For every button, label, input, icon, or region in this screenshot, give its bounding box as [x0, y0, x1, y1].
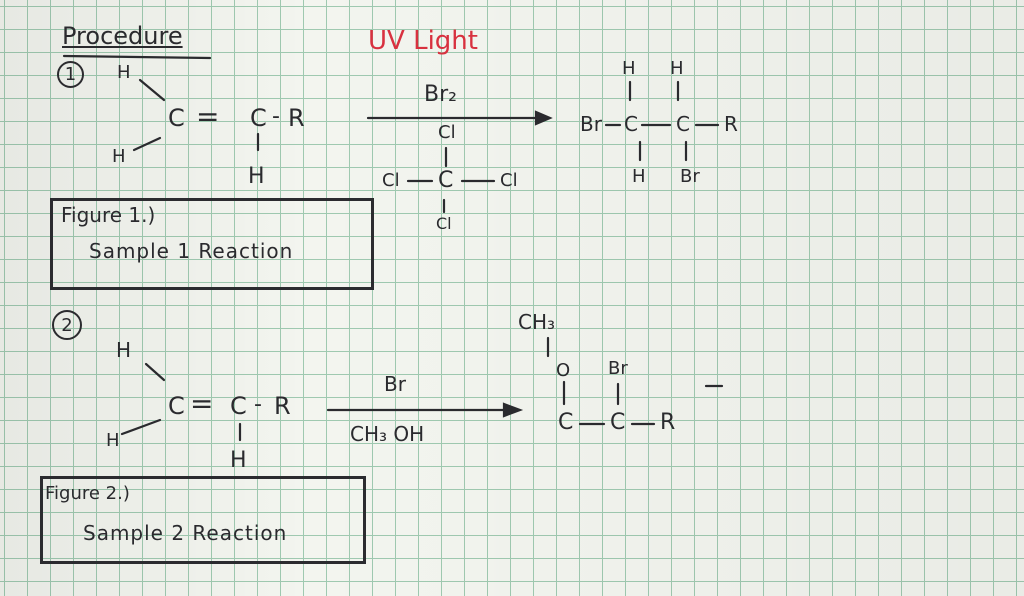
procedure-heading: Procedure	[62, 22, 183, 50]
r1-product-r: R	[724, 112, 738, 136]
step-number-2: 2	[52, 310, 82, 340]
r1-bond-h-bottom	[132, 136, 162, 152]
r2-h-under: H	[230, 448, 247, 473]
r1-r-group: R	[288, 104, 305, 132]
r2-r-group: R	[274, 392, 291, 420]
r1-reagent-br2: Br₂	[424, 82, 457, 107]
r1-product-br-bottom: Br	[680, 166, 700, 187]
r2-product-o: O	[556, 360, 571, 381]
r1-dash: -	[272, 104, 280, 129]
figure-1-label: Figure 1.)	[61, 203, 156, 227]
r1-c1: C	[168, 104, 185, 132]
r2-product-c1: C	[558, 410, 574, 435]
r2-c1: C	[168, 392, 185, 420]
r1-product-c2: C	[676, 112, 690, 136]
r2-reagent-br: Br	[384, 372, 406, 396]
r2-reagent-methanol: CH₃ OH	[350, 422, 425, 446]
r2-dash: -	[254, 392, 262, 417]
r1-h-bottom: H	[112, 146, 126, 167]
r1-product-h-bottom: H	[632, 166, 646, 187]
figure-2-label: Figure 2.)	[45, 483, 130, 504]
r1-double-bond: =	[196, 100, 220, 133]
r1-reagent-cl-left: Cl	[382, 170, 400, 191]
r1-product-h1: H	[622, 58, 636, 79]
figure-1-caption-box: Figure 1.) Sample 1 Reaction	[50, 198, 374, 290]
step-number-1-label: 1	[64, 64, 77, 85]
r1-reagent-cl-bottom: Cl	[436, 214, 452, 233]
r2-product-r: R	[660, 410, 676, 435]
figure-2-description: Sample 2 Reaction	[83, 521, 288, 545]
r1-reagent-cl-top: Cl	[438, 122, 456, 143]
figure-1-description: Sample 1 Reaction	[89, 239, 294, 263]
step-number-1: 1	[57, 61, 84, 88]
r1-bond-h-top	[138, 78, 166, 102]
r2-h-bottom: H	[106, 430, 120, 451]
r1-h-top: H	[117, 62, 131, 83]
r1-reagent-cl-right: Cl	[500, 170, 518, 191]
figure-2-caption-box: Figure 2.) Sample 2 Reaction	[40, 476, 366, 564]
r2-product-br: Br	[608, 358, 628, 379]
r1-arrow-head	[534, 110, 553, 126]
r2-bond-h-top	[144, 362, 166, 382]
r2-bond-h-bottom	[120, 418, 162, 436]
r2-arrow-head	[502, 402, 524, 418]
r1-product-br-left: Br	[580, 112, 602, 136]
r1-product-c1: C	[624, 112, 638, 136]
step-number-2-label: 2	[61, 314, 73, 336]
r2-c2: C	[230, 392, 247, 420]
r2-h-top: H	[116, 338, 132, 362]
r1-h-under: H	[248, 164, 265, 189]
r1-product-h2: H	[670, 58, 684, 79]
r2-double-bond: =	[190, 387, 214, 420]
uv-light-condition: UV Light	[368, 26, 478, 56]
r2-product-ch3: CH₃	[518, 310, 556, 334]
r1-c2: C	[250, 104, 267, 132]
heading-underline	[62, 54, 212, 60]
r1-reagent-c: C	[438, 168, 454, 193]
r2-product-c2: C	[610, 410, 626, 435]
